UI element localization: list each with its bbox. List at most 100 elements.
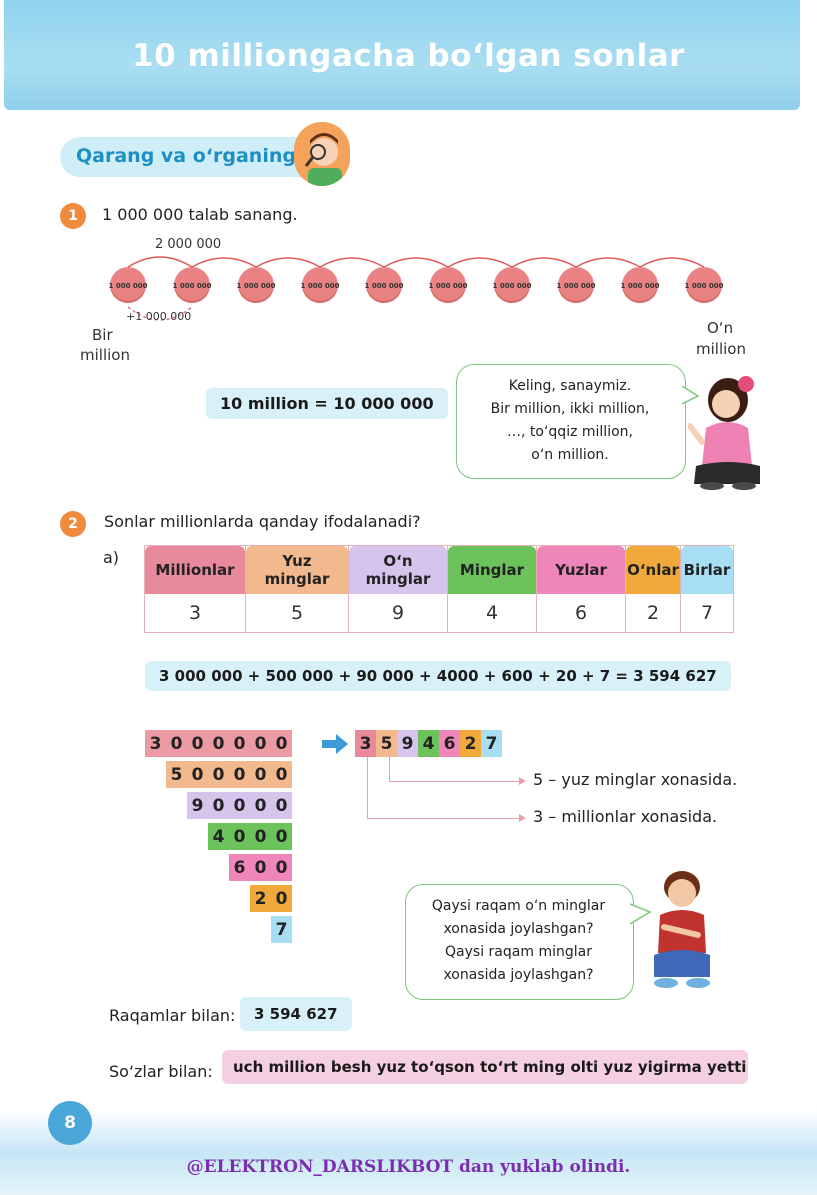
- girl-illustration: [688, 376, 760, 490]
- coin-label: 1 000 000: [492, 282, 532, 290]
- digits-label: Raqamlar bilan:: [109, 1006, 236, 1025]
- column-value: 6: [537, 594, 625, 632]
- connector-3: [367, 818, 520, 819]
- bubble-line: Qaysi raqam minglar: [445, 944, 592, 960]
- result-digit: 3: [355, 730, 376, 757]
- column-header: Birlar: [681, 546, 733, 594]
- words-value: uch million besh yuz to‘qson to‘rt ming …: [233, 1058, 747, 1076]
- column-value: 9: [349, 594, 447, 632]
- stair-digit: 5: [170, 764, 183, 785]
- bubble-line: …, to‘qqiz million,: [507, 424, 633, 440]
- column-header: O‘n minglar: [349, 546, 447, 594]
- stair-digit: 9: [191, 795, 204, 816]
- expanded-sum: 3 000 000 + 500 000 + 90 000 + 4000 + 60…: [145, 661, 731, 691]
- result-digit: 4: [418, 730, 439, 757]
- million-coin: [366, 267, 402, 303]
- column-value: 3: [145, 594, 245, 632]
- coin-label: 1 000 000: [428, 282, 468, 290]
- download-note: @ELEKTRON_DARSLIKBOT dan yuklab olindi.: [186, 1157, 631, 1177]
- coin-label: 1 000 000: [684, 282, 724, 290]
- coin-label: 1 000 000: [556, 282, 596, 290]
- bubble-tail: [630, 903, 652, 925]
- column-value: 2: [626, 594, 680, 632]
- stair-digit: 0: [191, 733, 204, 754]
- speech-bubble-boy-text: Qaysi raqam o‘n minglar xonasida joylash…: [405, 895, 632, 987]
- stair-digit: 0: [212, 795, 225, 816]
- result-digit: 5: [376, 730, 397, 757]
- column-hundred-thousands: Yuz minglar 5: [245, 546, 348, 632]
- bubble-line: Keling, sanaymiz.: [508, 378, 632, 394]
- right-arrow-icon: [322, 734, 348, 754]
- speech-bubble-girl: [456, 364, 686, 479]
- coin-label: 1 000 000: [236, 282, 276, 290]
- column-value: 5: [246, 594, 348, 632]
- column-thousands: Minglar 4: [447, 546, 536, 632]
- jump-bottom-label: +1 000 000: [126, 310, 192, 323]
- stair-digit: 0: [170, 733, 183, 754]
- boy-with-magnifier-illustration: [294, 122, 350, 186]
- bubble-line: xonasida joylashgan?: [443, 967, 594, 983]
- stair-digit: 0: [233, 795, 246, 816]
- million-coin: [558, 267, 594, 303]
- million-coin: [622, 267, 658, 303]
- million-coin: [174, 267, 210, 303]
- million-coin: [430, 267, 466, 303]
- stair-digit: 0: [254, 764, 267, 785]
- part-label: a): [103, 548, 120, 567]
- equation-box: 10 million = 10 000 000: [206, 388, 448, 419]
- stair-digit: 0: [254, 733, 267, 754]
- coin-label: 1 000 000: [300, 282, 340, 290]
- column-hundreds: Yuzlar 6: [536, 546, 625, 632]
- task-2-question: Sonlar millionlarda qanday ifodalanadi?: [104, 512, 421, 531]
- million-coin: [494, 267, 530, 303]
- digits-value: 3 594 627: [240, 997, 352, 1031]
- coin-label: 1 000 000: [108, 282, 148, 290]
- section-pill: [60, 137, 330, 177]
- stair-digit: 0: [233, 764, 246, 785]
- million-coin: [686, 267, 722, 303]
- million-coin: [302, 267, 338, 303]
- words-box: [222, 1050, 748, 1084]
- column-value: 4: [448, 594, 536, 632]
- stair-digit: 7: [275, 919, 288, 940]
- end-label-line1: O‘n: [707, 319, 734, 337]
- task-1-badge: 1: [60, 203, 86, 229]
- connector-arrow: [519, 814, 526, 822]
- header-banner: [4, 0, 800, 110]
- column-header: Yuz minglar: [246, 546, 348, 594]
- place-value-table: Millionlar 3 Yuz minglar 5 O‘n minglar 9…: [144, 545, 734, 633]
- speech-bubble-girl-text: Keling, sanaymiz. Bir million, ikki mill…: [456, 375, 684, 467]
- stair-digit: 0: [212, 764, 225, 785]
- stair-digit: 0: [233, 733, 246, 754]
- bubble-line: Bir million, ikki million,: [490, 401, 650, 417]
- stair-digit: 0: [191, 764, 204, 785]
- stair-digit: 0: [233, 826, 246, 847]
- note-three: 3 – millionlar xonasida.: [533, 807, 718, 826]
- stair-digit: 0: [254, 857, 267, 878]
- coin-label: 1 000 000: [172, 282, 212, 290]
- words-label: So‘zlar bilan:: [109, 1062, 213, 1081]
- column-tens: O‘nlar 2: [625, 546, 680, 632]
- column-value: 7: [681, 594, 733, 632]
- task-2-badge: 2: [60, 511, 86, 537]
- stair-digit: 0: [275, 795, 288, 816]
- end-label-line2: million: [696, 340, 746, 358]
- task-1-instruction: 1 000 000 talab sanang.: [102, 205, 298, 224]
- stair-digit: 0: [275, 888, 288, 909]
- jump-arrows: [127, 256, 705, 321]
- result-digit: 2: [460, 730, 481, 757]
- connector-5: [389, 757, 390, 782]
- column-header: Yuzlar: [537, 546, 625, 594]
- start-label-line1: Bir: [92, 326, 113, 344]
- page-number: 8: [48, 1101, 92, 1145]
- column-header: Millionlar: [145, 546, 245, 594]
- connector-arrow: [519, 777, 526, 785]
- stair-digit: 0: [275, 733, 288, 754]
- bubble-line: Qaysi raqam o‘n minglar: [431, 898, 606, 914]
